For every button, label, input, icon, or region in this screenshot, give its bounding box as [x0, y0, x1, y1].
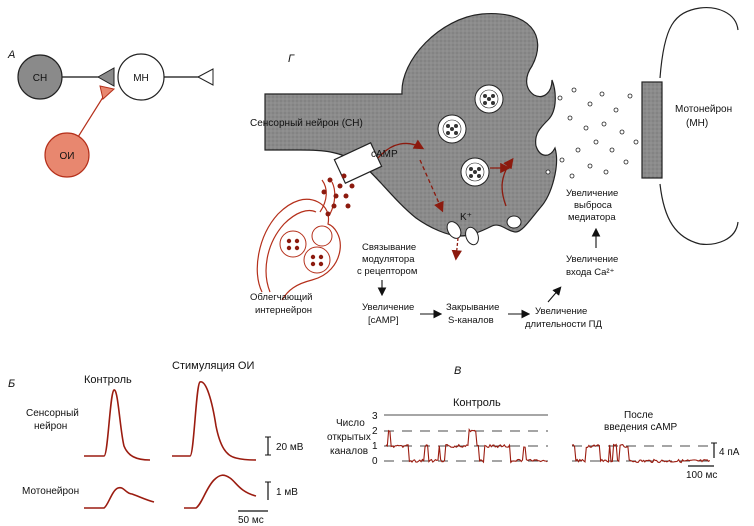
panel-v-letter: В [454, 365, 461, 377]
sensory-neuron-label: Сенсорный нейрон (СН) [250, 118, 363, 129]
panel-b: Б Контроль Стимуляция ОИ Сенсорный нейро… [8, 360, 304, 526]
camp-increase-label-1: Увеличение [362, 302, 414, 313]
camp-increase-label-2: [cAMP] [368, 315, 399, 326]
ca-label-2: входа Ca²⁺ [566, 267, 615, 278]
motoneuron-outline [659, 183, 701, 245]
receptor [333, 141, 383, 185]
motoneuron-label-2: (МН) [686, 118, 708, 129]
channels-ylabel-2: открытых [327, 432, 371, 443]
binding-label-2: модулятора [362, 254, 415, 265]
flow-arrow [547, 286, 562, 303]
control-channel-trace [385, 428, 548, 464]
control-label: Контроль [84, 374, 132, 386]
camp-arrow [377, 139, 425, 159]
sensory-row-label-1: Сенсорный [26, 408, 79, 419]
scale-1mv-label: 1 мВ [276, 487, 298, 498]
k-label: K⁺ [460, 212, 472, 223]
sn-terminal [96, 67, 115, 87]
sn-label: СН [33, 73, 47, 84]
panel-g-letter: Г [288, 53, 295, 65]
panel-v: В Контроль После введения cAMP Число отк… [327, 365, 740, 481]
interneuron-label-1: Облегчающий [250, 292, 312, 303]
s-close-label-2: S-каналов [448, 315, 494, 326]
oi-terminal [99, 85, 116, 100]
ca-channel [506, 215, 522, 229]
scale-4pa-label: 4 пА [719, 447, 740, 458]
mn-terminal [196, 68, 214, 86]
binding-label-1: Связывание [362, 242, 416, 253]
camp-label: cAMP [371, 149, 398, 160]
sensory-control-trace [84, 389, 151, 461]
oi-label: ОИ [60, 151, 75, 162]
k-channel [446, 221, 462, 239]
tick-1: 1 [372, 441, 378, 452]
tick-2: 2 [372, 426, 378, 437]
panel-g: Г [250, 7, 740, 330]
transmitter-dots [545, 87, 639, 179]
s-close-label-1: Закрывание [446, 302, 499, 313]
interneuron-label-2: интернейрон [255, 305, 312, 316]
oi-axon [77, 93, 106, 138]
scale-100ms-label: 100 мс [686, 470, 717, 481]
ap-label-2: длительности ПД [525, 319, 603, 330]
release-label-1: Увеличение [566, 188, 618, 199]
scale-50ms-label: 50 мс [238, 515, 264, 526]
interneuron-vesicle [279, 230, 307, 258]
sensory-row-label-2: нейрон [34, 421, 67, 432]
mn-label: МН [133, 73, 149, 84]
k-efflux-arrow [451, 237, 462, 261]
panel-b-letter: Б [8, 378, 15, 390]
motoneuron-row-label: Мотонейрон [22, 486, 79, 497]
motoneuron-bg [660, 8, 740, 244]
ap-label-1: Увеличение [535, 306, 587, 317]
ca-label-1: Увеличение [566, 254, 618, 265]
motoneuron-label-1: Мотонейрон [675, 104, 732, 115]
control-trace-label: Контроль [453, 397, 501, 409]
motoneuron-stim-trace [184, 474, 257, 509]
panel-a: А СН МН ОИ [7, 49, 214, 178]
sn-cell [17, 54, 63, 100]
channels-ylabel-3: каналов [330, 446, 368, 457]
sensory-stim-trace [172, 381, 257, 461]
motoneuron-control-trace [84, 486, 155, 509]
modulator-dots [321, 173, 355, 217]
release-label-3: медиатора [568, 212, 616, 223]
oi-cell [44, 132, 90, 178]
camp-arrow-k [419, 159, 444, 213]
stim-label: Стимуляция ОИ [172, 360, 254, 372]
k-channel [465, 226, 479, 246]
motoneuron-outline [659, 7, 701, 79]
tick-3: 3 [372, 411, 378, 422]
scale-20mv-label: 20 мВ [276, 442, 304, 453]
binding-label-3: с рецептором [357, 266, 417, 277]
interneuron [256, 179, 341, 301]
interneuron-vesicle [303, 246, 331, 274]
after-camp-channel-trace [571, 443, 711, 464]
vesicles [437, 84, 504, 187]
tick-0: 0 [372, 456, 378, 467]
release-label-2: выброса [574, 200, 613, 211]
after-camp-label-1: После [624, 410, 654, 421]
channels-ylabel-1: Число [336, 418, 365, 429]
after-camp-label-2: введения cAMP [604, 422, 678, 433]
postsynaptic-density [641, 81, 663, 179]
panel-a-letter: А [7, 49, 15, 61]
